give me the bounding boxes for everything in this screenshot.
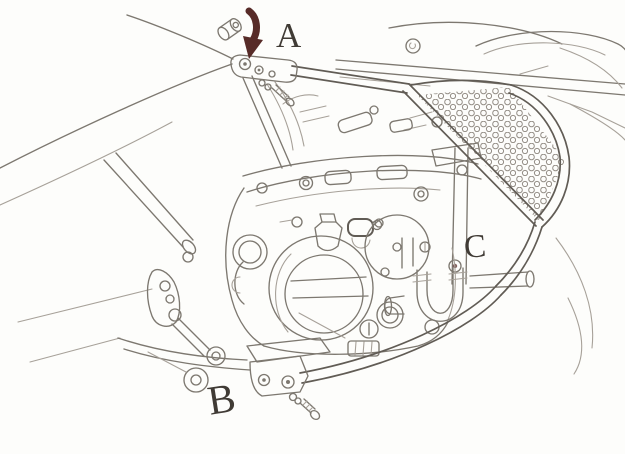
engine-block xyxy=(225,94,535,357)
mesh-panel xyxy=(417,87,565,221)
exhaust-pipes xyxy=(383,237,468,322)
frame-tubes xyxy=(103,75,292,371)
spacer-bushing-icon xyxy=(217,18,242,41)
callout-label-a: A xyxy=(276,16,302,55)
lower-mount-bracket xyxy=(246,337,331,397)
mounting-bolt-lower-icon xyxy=(288,392,321,421)
bodywork-outline xyxy=(0,14,625,375)
callout-label-b: B xyxy=(204,374,238,424)
callout-labels: A B C xyxy=(204,16,487,424)
engine-guard-tubes xyxy=(290,65,571,384)
upper-mount-bracket xyxy=(230,54,298,91)
pointer-arrow-icon xyxy=(243,7,263,59)
callout-label-c: C xyxy=(463,228,487,265)
shift-linkage xyxy=(146,268,226,393)
mounting-bolt-upper-icon xyxy=(271,84,295,107)
